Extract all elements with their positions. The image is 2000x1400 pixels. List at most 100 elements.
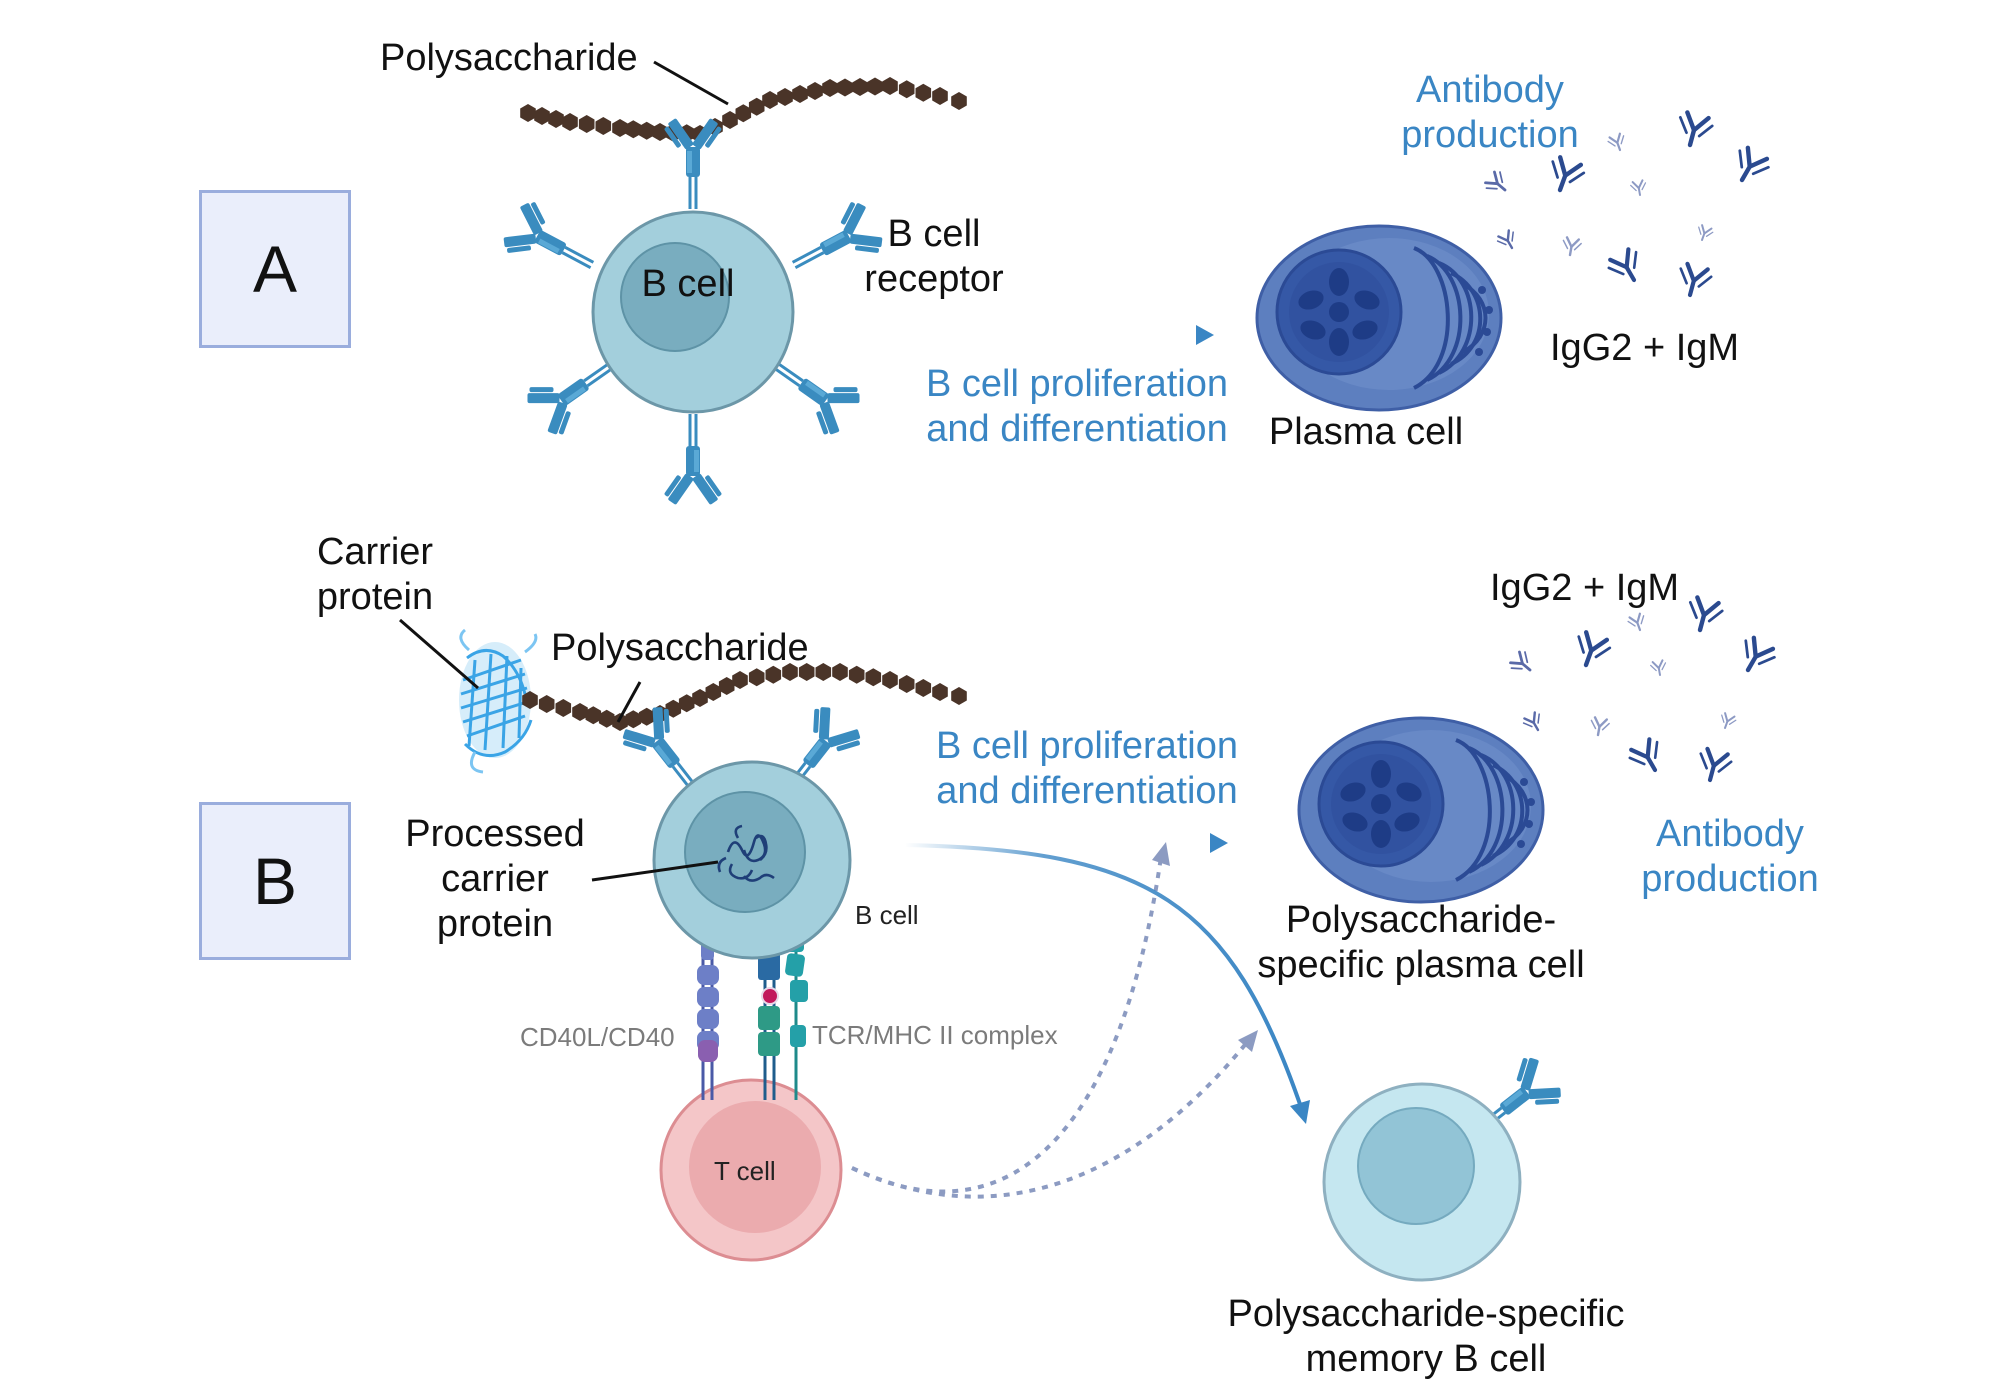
processed-line-2: carrier: [441, 857, 549, 900]
receptor-line-1: B cell: [887, 213, 981, 255]
polysaccharide-chain: [520, 77, 967, 143]
sugar-unit: [534, 107, 550, 125]
sugar-unit: [837, 78, 853, 97]
panel-a-label: A: [199, 190, 351, 348]
sugar-unit: [538, 695, 555, 713]
antibody-icon: [1587, 715, 1611, 738]
sugar-unit: [867, 77, 883, 96]
proliferation-label-b: B cell proliferation and differentiation: [922, 724, 1252, 814]
process-line-2: and differentiation: [926, 407, 1228, 450]
process-b-line-2: and differentiation: [936, 769, 1238, 812]
carrier-line-2: protein: [316, 575, 434, 618]
leader-line: [591, 860, 719, 882]
sugar-unit: [732, 671, 748, 689]
antibody-icon: [1627, 737, 1669, 778]
antibody-icon: [1520, 709, 1547, 736]
sugar-unit: [815, 663, 832, 681]
sugar-unit: [898, 675, 915, 693]
b-cell-a: [495, 116, 891, 507]
sugar-unit: [548, 110, 564, 128]
panel-b-letter: B: [252, 844, 298, 918]
sugar-unit: [652, 123, 668, 141]
sugar-unit: [562, 113, 578, 131]
sugar-unit: [848, 665, 865, 684]
sugar-unit: [520, 104, 536, 122]
sugar-unit: [852, 78, 868, 96]
b-cell-receptor-label: B cell receptor: [856, 212, 1012, 302]
memory-arrow: [904, 843, 1304, 1111]
sugar-unit: [777, 88, 793, 106]
sugar-unit: [692, 689, 708, 707]
antibody-line-2: production: [1401, 113, 1579, 156]
sugar-unit: [932, 683, 948, 701]
antibody-icon: [1734, 635, 1778, 678]
plasma-b-line-1: Polysaccharide-: [1285, 899, 1557, 941]
antibody-icon: [1716, 711, 1738, 732]
processed-line-1: Processed: [405, 813, 585, 855]
antibody-production-label-b: Antibody production: [1620, 812, 1840, 902]
memory-cell-label: Polysaccharide-specific memory B cell: [1206, 1292, 1646, 1382]
leader-line: [653, 60, 729, 106]
sugar-unit: [522, 691, 538, 709]
sugar-unit: [585, 706, 602, 725]
sugar-unit: [762, 91, 778, 109]
antibody-icon: [1570, 630, 1612, 670]
sugar-unit: [722, 111, 738, 129]
sugar-unit: [915, 83, 932, 102]
t-cell-icon: [659, 1078, 843, 1262]
sugar-unit: [612, 119, 628, 137]
leader-line: [399, 618, 479, 690]
receptor-line-2: receptor: [864, 257, 1004, 300]
sugar-unit: [782, 663, 798, 681]
sugar-unit: [612, 713, 628, 731]
antibody-icon: [1481, 167, 1514, 200]
sugar-unit: [798, 663, 815, 681]
sugar-unit: [678, 694, 695, 713]
sugar-unit: [951, 92, 967, 110]
antibody-production-label-a: Antibody production: [1380, 68, 1600, 158]
sugar-unit: [555, 699, 572, 717]
panel-a-letter: A: [252, 232, 298, 306]
antibody-icon: [1544, 155, 1586, 195]
t-cell-help-arrow-plasma: [851, 849, 1164, 1194]
leader-line: [616, 681, 642, 723]
antibody-icon: [1629, 178, 1649, 198]
plasma-cell-icon: [1297, 716, 1545, 904]
antibody-icon: [1684, 596, 1724, 634]
t-cell-label: T cell: [714, 1156, 776, 1186]
antibody-icon: [1674, 111, 1714, 149]
cd40-label: CD40L/CD40: [520, 1022, 675, 1052]
antibody-icon: [1559, 235, 1583, 258]
antibody-line-1: Antibody: [1416, 69, 1564, 111]
sugar-unit: [951, 687, 967, 705]
antibody-icon: [1675, 263, 1713, 300]
sugar-unit: [572, 703, 588, 721]
antibody-icon: [1494, 227, 1521, 254]
polysaccharide-label-b: Polysaccharide: [551, 627, 809, 669]
sugar-unit: [792, 85, 808, 103]
antibody-icon: [1605, 131, 1629, 154]
sugar-unit: [578, 115, 595, 133]
carrier-protein-label: Carrier protein: [300, 530, 450, 620]
sugar-unit: [735, 104, 752, 123]
antibody-icon: [1506, 647, 1539, 680]
antibody-icon: [1695, 748, 1733, 785]
polysaccharide-label-a: Polysaccharide: [380, 37, 638, 79]
sugar-unit: [595, 117, 612, 135]
sugar-unit: [865, 668, 882, 687]
sugar-unit: [705, 683, 722, 701]
antibody-icon: [1625, 611, 1649, 634]
sugar-unit: [598, 709, 615, 728]
antibody-b-line-1: Antibody: [1656, 813, 1804, 855]
tcr-mhc-label: TCR/MHC II complex: [812, 1020, 1058, 1050]
sugar-unit: [882, 671, 898, 689]
panel-b-label: B: [199, 802, 351, 960]
plasma-b-line-2: specific plasma cell: [1257, 943, 1585, 986]
carrier-protein-icon: [459, 628, 538, 774]
sugar-unit: [625, 710, 642, 729]
sugar-unit: [915, 679, 932, 697]
sugar-unit: [822, 79, 838, 97]
plasma-cell-icon: [1255, 224, 1503, 412]
